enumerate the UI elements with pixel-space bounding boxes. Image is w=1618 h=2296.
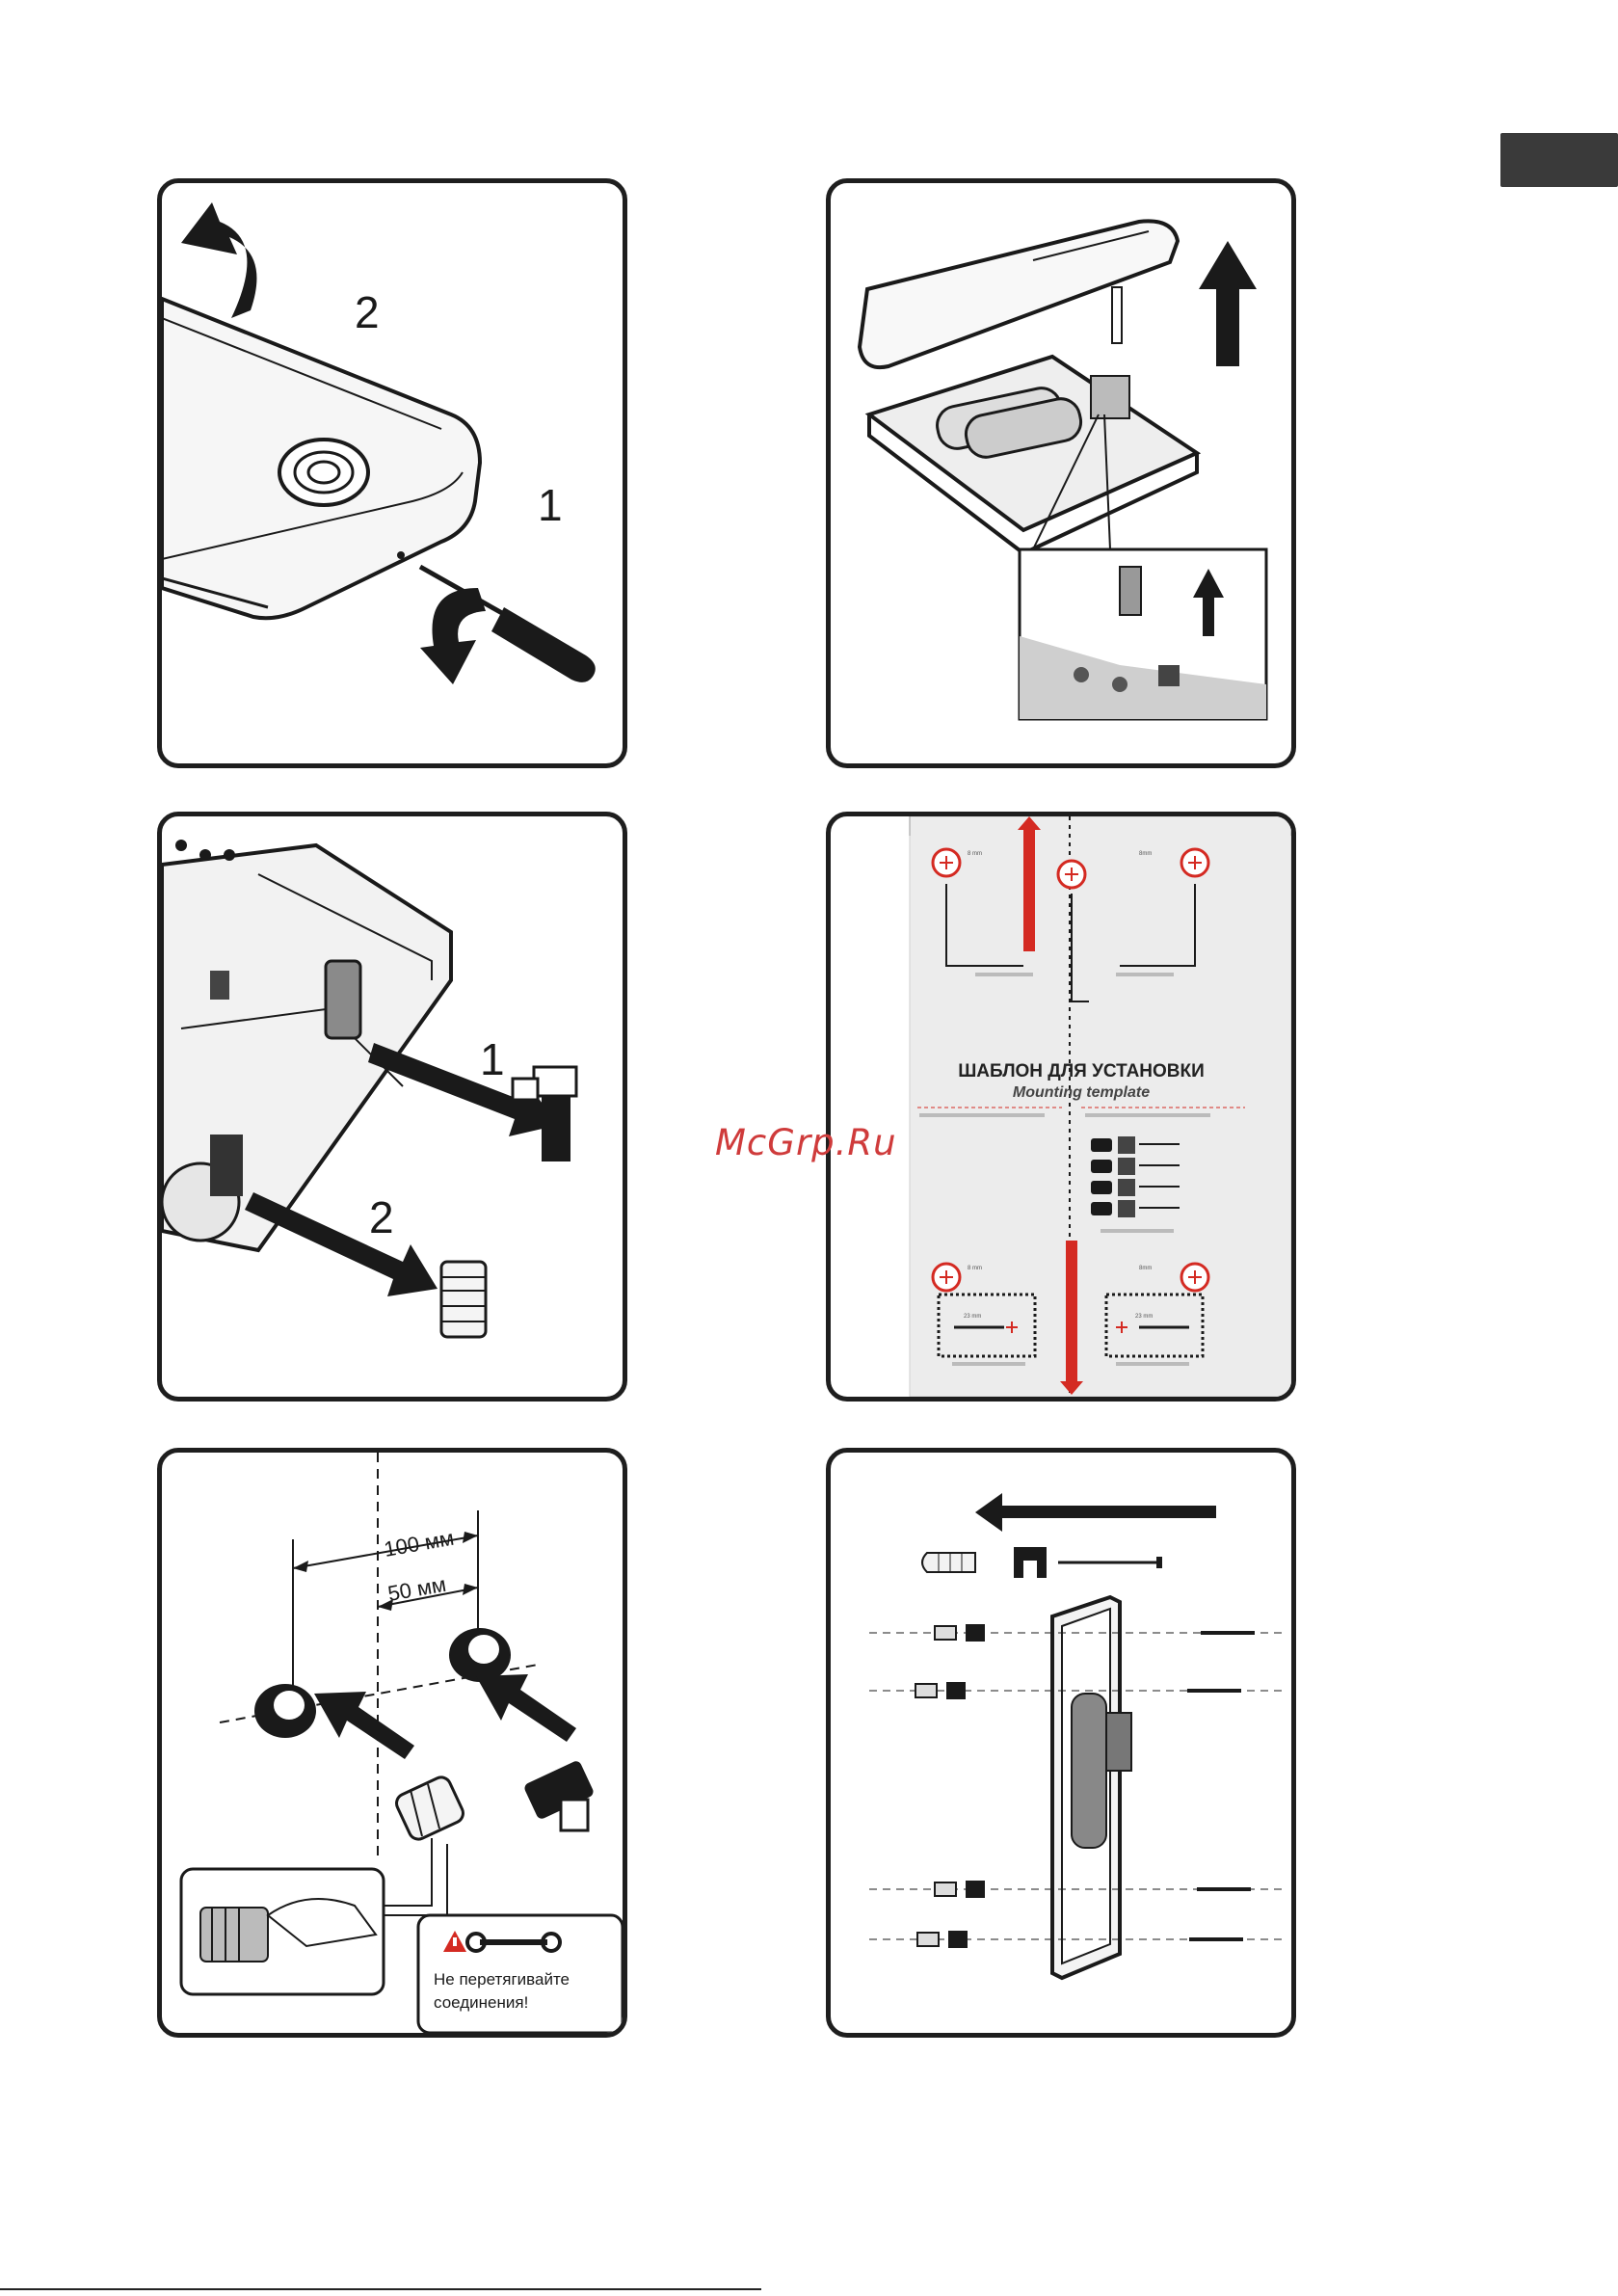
up-arrow-icon [1199, 241, 1257, 366]
step-panel-mounting-template: 8 mm 8mm ШАБЛОН ДЛЯ УСТАНОВКИ Mounting t… [826, 812, 1296, 1402]
template-subtitle: Mounting template [1013, 1084, 1150, 1101]
dowel-icon [922, 1553, 975, 1572]
pipe-nipple-icon [441, 1262, 486, 1337]
svg-text:8mm: 8mm [1139, 1266, 1152, 1271]
rotate-arrow-icon [420, 588, 486, 684]
front-cover-shape [860, 221, 1178, 367]
lift-arrow-icon [181, 202, 256, 318]
warning-line-1: Не перетягивайте [434, 1970, 570, 1989]
dimension-50-label: 50 мм [386, 1572, 448, 1606]
hole-marker-center [1058, 861, 1085, 888]
pipe-spacing-illustration: 100 мм 50 мм Не перетягивайте сое [162, 1453, 623, 2033]
step-panel-wall-mounting [826, 1448, 1296, 2038]
step-panel-remove-fittings: 1 2 [157, 812, 627, 1402]
wall-mounting-illustration [831, 1453, 1291, 2033]
remove-cover-illustration: 2 1 [162, 183, 623, 763]
svg-text:23 mm: 23 mm [1135, 1314, 1153, 1320]
step-label-1: 1 [480, 1034, 505, 1084]
down-direction-bar [1066, 1241, 1077, 1385]
up-direction-bar [1023, 826, 1035, 951]
insert-arrow-left-icon [314, 1692, 414, 1759]
direction-arrow-icon [975, 1493, 1216, 1532]
pipe-nipple-icon [393, 1775, 466, 1843]
dimension-100-label: 100 мм [383, 1526, 456, 1562]
lift-cover-illustration [831, 183, 1291, 763]
warning-line-2: соединения! [434, 1993, 528, 2012]
step-panel-pipe-spacing: 100 мм 50 мм Не перетягивайте сое [157, 1448, 627, 2038]
watermark-text: McGrp.Ru [715, 1122, 897, 1163]
svg-text:8mm: 8mm [1139, 851, 1152, 857]
template-title: ШАБЛОН ДЛЯ УСТАНОВКИ [958, 1061, 1205, 1081]
svg-text:23 mm: 23 mm [964, 1314, 981, 1320]
svg-text:8 mm: 8 mm [968, 1266, 982, 1271]
step-label-1: 1 [538, 480, 563, 530]
insert-arrow-right-icon [476, 1674, 576, 1742]
section-tab-marker [1500, 133, 1618, 187]
step-panel-remove-cover: 2 1 [157, 178, 627, 768]
footer-rule [0, 2288, 761, 2290]
mounting-template-sheet: 8 mm 8mm ШАБЛОН ДЛЯ УСТАНОВКИ Mounting t… [831, 816, 1291, 1397]
step-label-2: 2 [369, 1192, 394, 1242]
step-panel-lift-cover [826, 178, 1296, 768]
remove-fittings-illustration: 1 2 [162, 816, 623, 1397]
angle-valve-icon [523, 1759, 596, 1830]
removal-arrow-2-icon [245, 1192, 438, 1296]
svg-text:8 mm: 8 mm [968, 851, 982, 857]
step-label-2: 2 [355, 287, 380, 337]
